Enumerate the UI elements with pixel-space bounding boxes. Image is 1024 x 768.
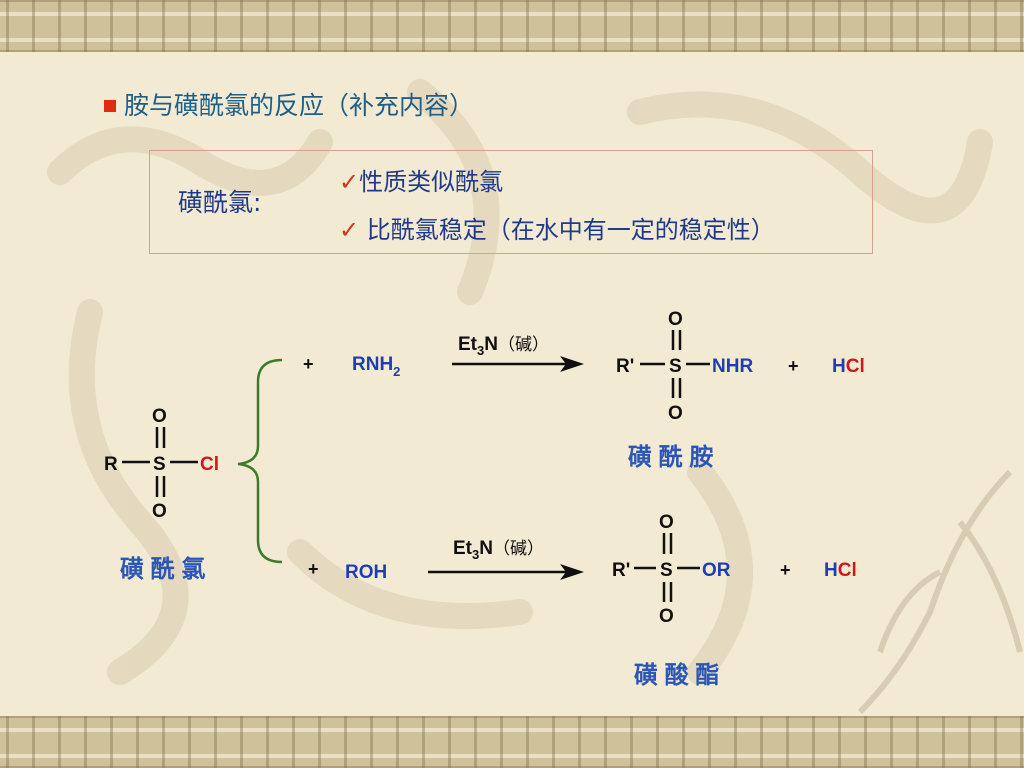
background-calligraphy-art [47,79,1023,715]
reaction-condition: Et3N（碱） [458,334,549,358]
product-oxygen-top: O [668,309,683,330]
note-label: 磺酰氯: [178,188,262,217]
checkmark-icon: ✓ [339,168,360,196]
note-item: ✓性质类似酰氯 [339,162,503,197]
amine-reagent: RNH2 [352,354,400,379]
product-oxygen-top: O [659,512,674,533]
reaction-1: + RNH2 Et3N（碱） O S O R' NHR + HCl [303,309,865,424]
reactant-chlorine: Cl [200,454,219,475]
product-oxygen-bottom: O [659,606,674,627]
reactant-oxygen-top: O [152,406,167,427]
product-nhr-group: NHR [712,356,753,377]
reactant-sulfonyl-chloride: O S O R Cl [104,406,219,522]
plus-sign: + [788,356,799,376]
alcohol-reagent: ROH [345,562,387,583]
product-1-name: 磺 酰 胺 [628,444,713,471]
curly-bracket [237,358,283,564]
product-r-group: R' [612,560,630,581]
bullet-square-icon [104,100,116,112]
slide-title-text: 胺与磺酰氯的反应（补充内容） [124,91,475,120]
product-2-name: 磺 酸 酯 [634,662,719,689]
arrow-head [560,564,584,580]
reactant-r-group: R [104,454,118,475]
product-or-group: OR [702,560,731,581]
byproduct-hcl: HCl [824,560,857,581]
reactant-sulfur: S [153,454,166,475]
checkmark-icon: ✓ [339,216,360,244]
product-r-group: R' [616,356,634,377]
plus-sign: + [308,559,319,579]
reactant-name: 磺 酰 氯 [120,555,205,583]
top-decorative-border [0,0,1024,52]
byproduct-hcl: HCl [832,356,865,377]
bottom-decorative-border [0,716,1024,768]
note-item-text: 性质类似酰氯 [359,168,504,196]
product-sulfur: S [660,560,673,581]
reaction-condition: Et3N（碱） [453,538,544,562]
plus-sign: + [303,354,314,374]
note-item-text: 比酰氯稳定（在水中有一定的稳定性） [359,216,775,244]
reactant-oxygen-bottom: O [152,501,167,522]
plus-sign: + [780,560,791,580]
product-oxygen-bottom: O [668,403,683,424]
slide-title: 胺与磺酰氯的反应（补充内容） [104,86,474,122]
reaction-2: + ROH Et3N（碱） O S O R' OR + HCl [308,512,857,627]
note-item: ✓ 比酰氯稳定（在水中有一定的稳定性） [339,210,775,245]
arrow-head [560,356,584,372]
product-sulfur: S [669,356,682,377]
note-box [149,150,873,254]
